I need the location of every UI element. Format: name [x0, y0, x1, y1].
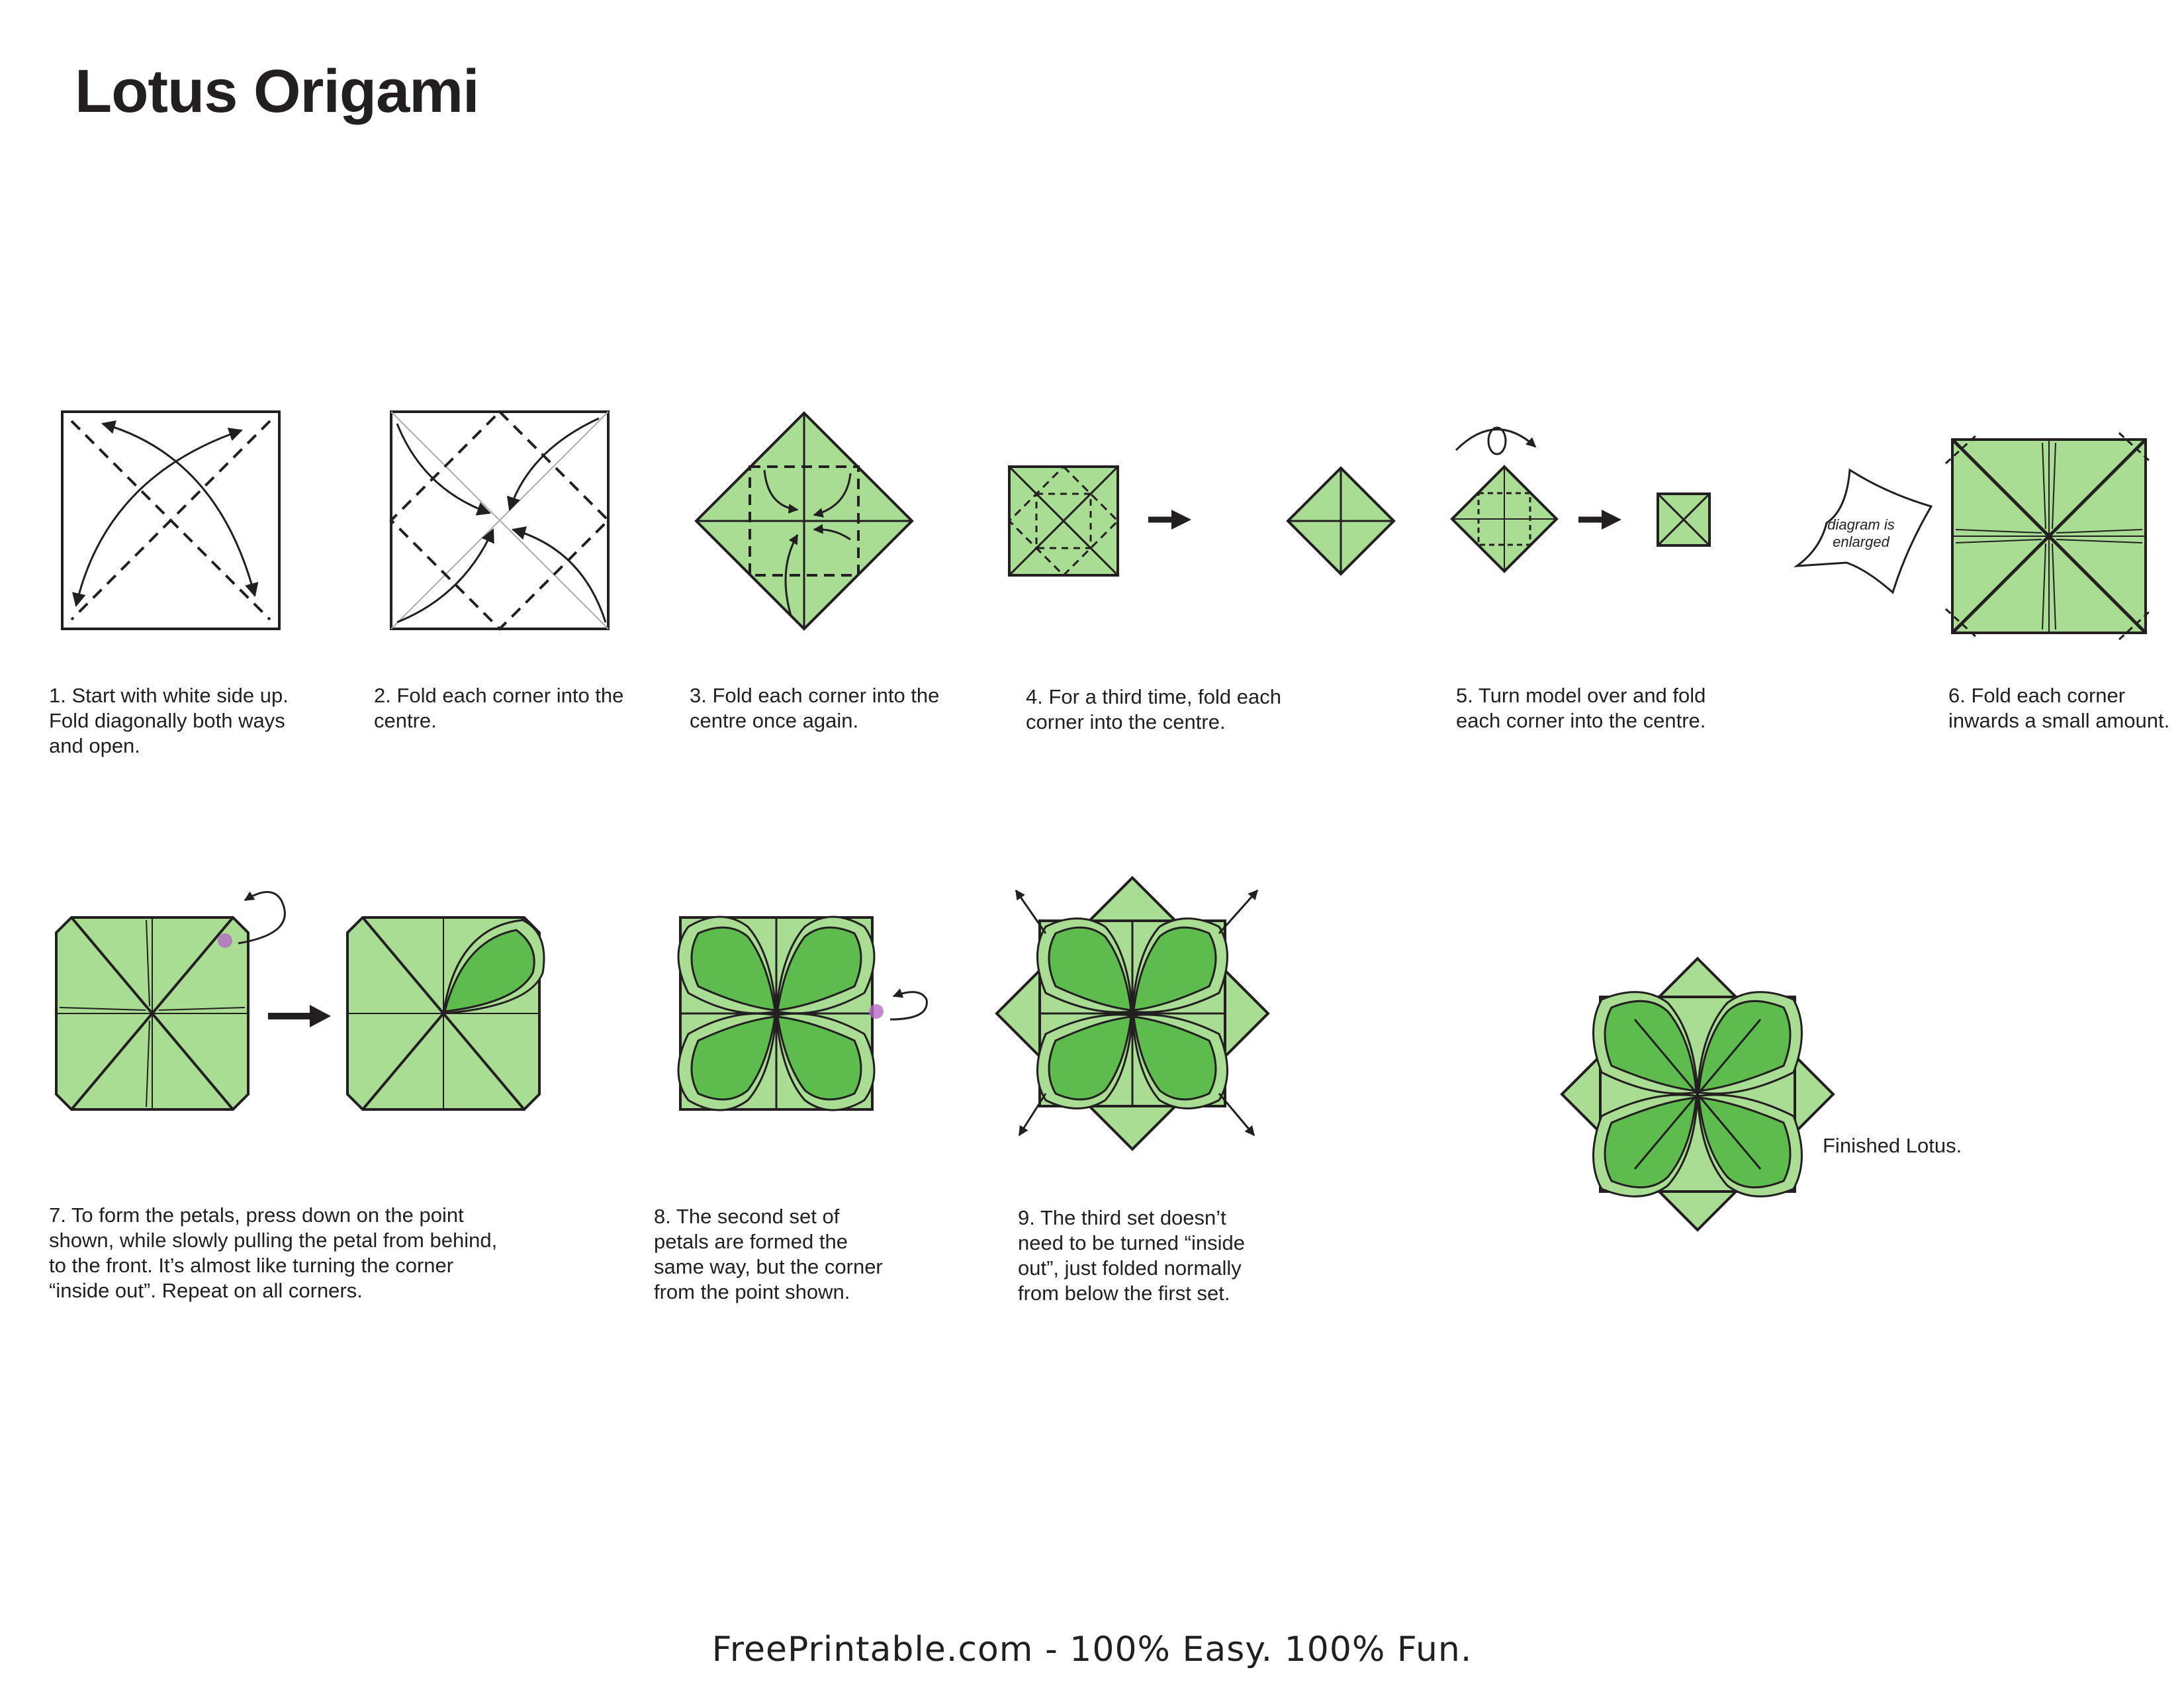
- step-2-caption: 2. Fold each corner into the centre.: [374, 684, 624, 732]
- step-6-diagram: [1944, 432, 2154, 641]
- step-8-diagram: [677, 915, 928, 1111]
- step-5-caption: 5. Turn model over and fold each corner …: [1456, 684, 1706, 732]
- step-4-diagram: [1007, 465, 1396, 577]
- step-1-caption: 1. Start with white side up. Fold diagon…: [49, 684, 289, 757]
- step-7-caption: 7. To form the petals, press down on the…: [49, 1203, 498, 1302]
- footer-text: FreePrintable.com - 100% Easy. 100% Fun.: [711, 1630, 1473, 1669]
- finished-lotus-label: Finished Lotus.: [1823, 1134, 1962, 1157]
- enlarged-callout: diagram is enlarged: [1793, 468, 1933, 594]
- enlarged-note-line2: enlarged: [1833, 534, 1889, 550]
- step-9-caption: 9. The third set doesn’t need to be turn…: [1018, 1206, 1245, 1305]
- step-3-diagram: [694, 411, 914, 631]
- step-7-diagram-before: [55, 891, 331, 1111]
- step-4-caption: 4. For a third time, fold each corner in…: [1026, 685, 1281, 733]
- step-7-diagram-after: [346, 916, 545, 1111]
- step-6-caption: 6. Fold each corner inwards a small amou…: [1948, 684, 2170, 732]
- step-8-caption: 8. The second set of petals are formed t…: [654, 1205, 883, 1303]
- step-9-diagram: [995, 876, 1270, 1151]
- step-3-caption: 3. Fold each corner into the centre once…: [690, 684, 940, 732]
- step-1-diagram: [61, 410, 281, 630]
- step-2-diagram: [389, 410, 610, 631]
- finished-lotus-diagram: [1560, 957, 1835, 1232]
- enlarged-note-line1: diagram is: [1827, 516, 1894, 533]
- page-title: Lotus Origami: [75, 58, 480, 125]
- step-5-diagram: [1450, 426, 1711, 573]
